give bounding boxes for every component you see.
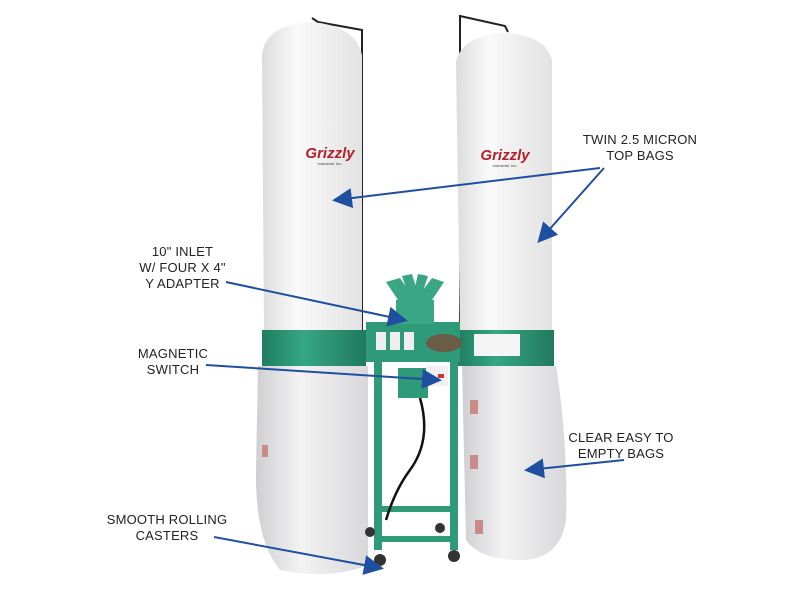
svg-text:Industrial, Inc.: Industrial, Inc. — [318, 161, 343, 166]
callout-clear-bags: CLEAR EASY TO EMPTY BAGS — [556, 430, 686, 462]
callout-line: SWITCH — [146, 362, 200, 377]
callout-line: TOP BAGS — [606, 148, 674, 163]
stand — [374, 362, 458, 550]
callout-inlet: 10" INLET W/ FOUR X 4" Y ADAPTER — [120, 244, 245, 292]
top-bag-left — [262, 22, 362, 330]
callout-line: Y ADAPTER — [145, 276, 220, 291]
magnetic-switch — [426, 366, 448, 386]
collar-left — [262, 330, 366, 366]
clear-bag-right — [462, 366, 567, 560]
top-bag-right — [456, 33, 552, 330]
callout-arrows — [205, 167, 625, 575]
callout-line: CASTERS — [135, 528, 199, 543]
callout-top-bags: TWIN 2.5 MICRON TOP BAGS — [560, 132, 720, 164]
svg-text:Grizzly: Grizzly — [305, 145, 355, 162]
callout-line: 10" INLET — [151, 244, 214, 259]
y-adapter — [386, 274, 444, 324]
svg-text:Grizzly: Grizzly — [480, 147, 530, 164]
callout-line: SMOOTH ROLLING — [106, 512, 228, 527]
callout-casters: SMOOTH ROLLING CASTERS — [92, 512, 242, 544]
callout-line: MAGNETIC — [137, 346, 209, 361]
callout-line: EMPTY BAGS — [577, 446, 665, 461]
callout-line: W/ FOUR X 4" — [139, 260, 226, 275]
callout-switch: MAGNETIC SWITCH — [128, 346, 218, 378]
brand-logo-left: Grizzly Industrial, Inc. — [305, 145, 355, 166]
callout-line: TWIN 2.5 MICRON — [582, 132, 698, 147]
svg-text:Industrial, Inc.: Industrial, Inc. — [493, 163, 518, 168]
motor — [398, 368, 428, 398]
clear-bag-left — [255, 366, 368, 574]
callout-line: CLEAR EASY TO — [568, 430, 674, 445]
badge-plate — [426, 334, 462, 352]
brand-logo-right: Grizzly Industrial, Inc. — [480, 147, 530, 168]
